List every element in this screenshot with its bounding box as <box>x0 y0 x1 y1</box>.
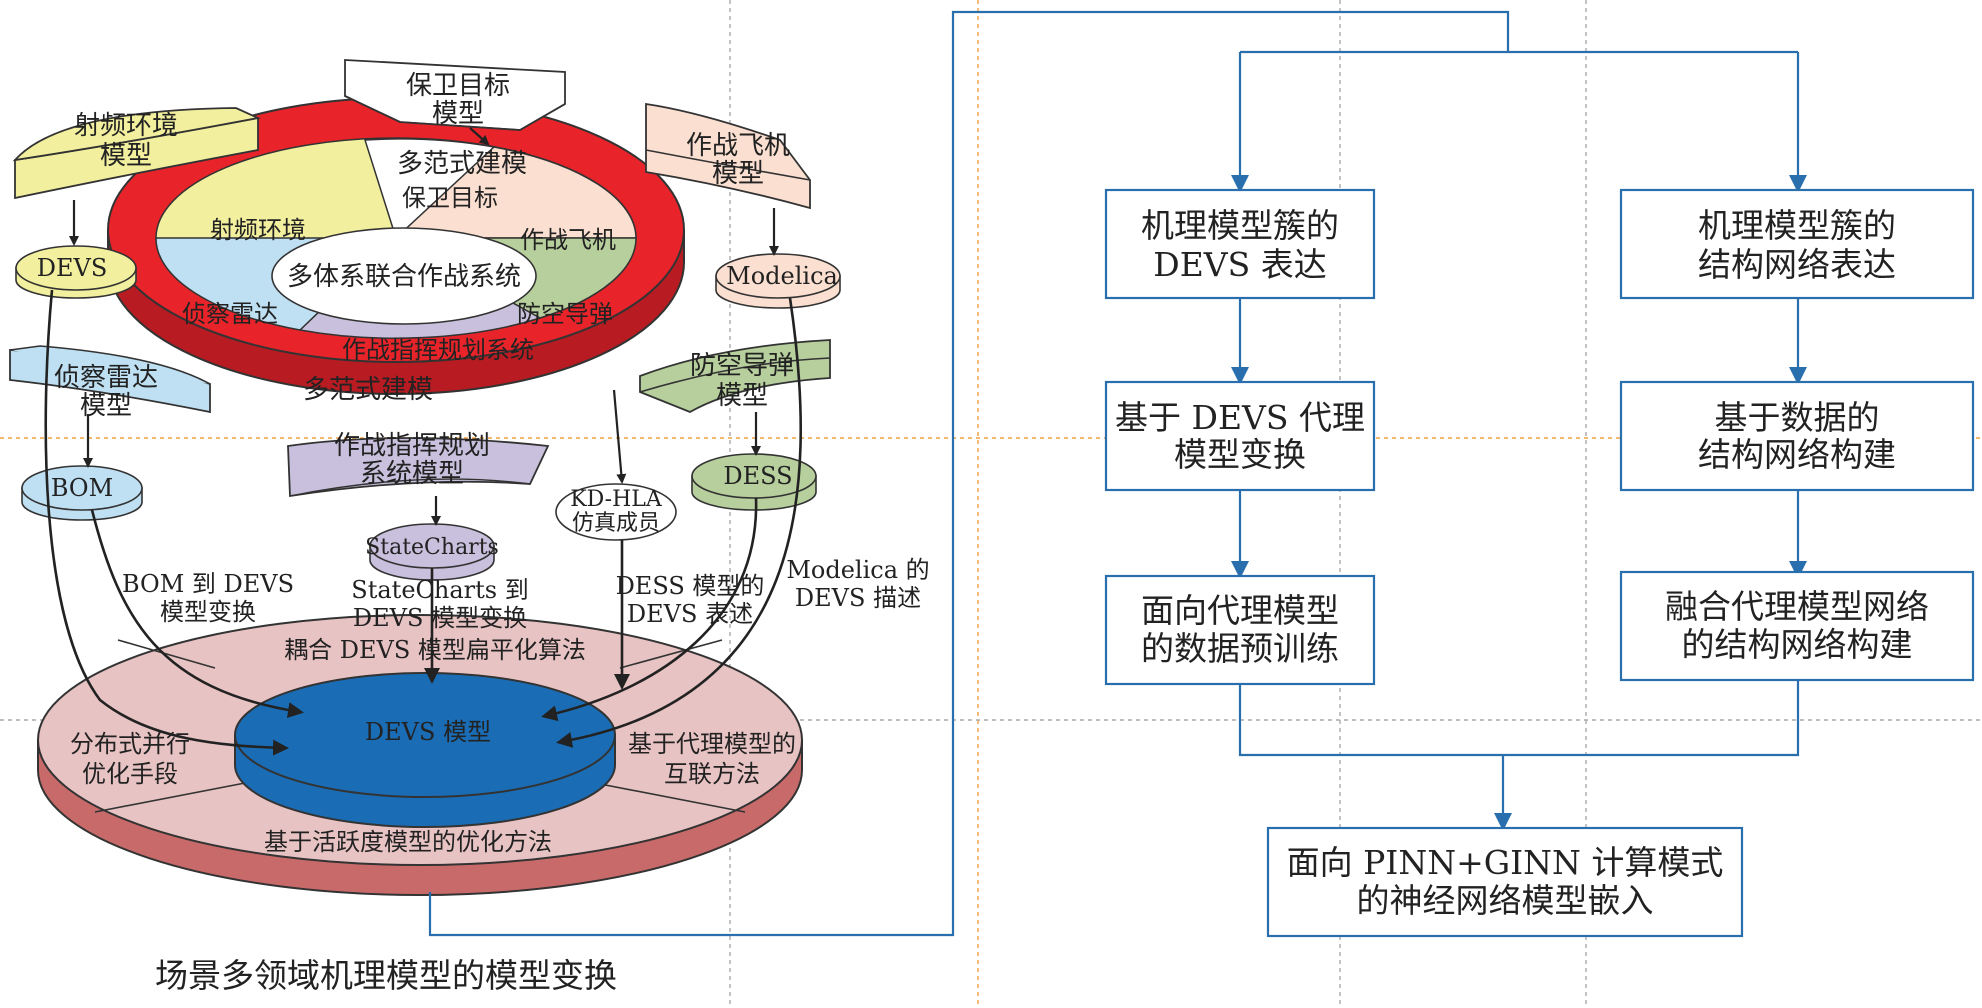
kdhla-line2: 仿真成员 <box>572 511 660 536</box>
formalism-devs: DEVS <box>15 245 137 299</box>
command-line1: 作战指挥规划 <box>334 431 490 461</box>
box-data-structure-line2: 结构网络构建 <box>1698 435 1896 474</box>
formalism-statecharts: StateCharts <box>365 523 499 581</box>
bom-transform-2: 模型变换 <box>160 598 256 626</box>
segment-fighter: 作战飞机 <box>520 226 616 254</box>
box-pretrain: 面向代理模型 的数据预训练 <box>1104 574 1376 686</box>
fighter-line2: 模型 <box>712 159 764 189</box>
box-devs-expression-line2: DEVS 表达 <box>1153 245 1326 284</box>
modelica-transform-2: DEVS 描述 <box>795 584 921 612</box>
formalism-dess: DESS <box>691 453 817 511</box>
box-devs-surrogate-line1: 基于 DEVS 代理 <box>1115 398 1365 437</box>
box-nn-embedding: 面向 PINN+GINN 计算模式 的神经网络模型嵌入 <box>1266 826 1744 938</box>
guard-target-line2: 模型 <box>432 99 484 129</box>
devs-label: DEVS <box>37 254 108 282</box>
model-rf-env: 射频环境 模型 <box>12 107 261 200</box>
box-data-structure: 基于数据的 结构网络构建 <box>1619 380 1975 492</box>
segment-command: 作战指挥规划系统 <box>342 336 534 364</box>
radar-line1: 侦察雷达 <box>54 363 158 393</box>
top-ring: 多体系联合作战系统 多范式建模 多范式建模 保卫目标 作战飞机 防空导弹 作战指… <box>107 97 685 405</box>
box-devs-expression: 机理模型簇的 DEVS 表达 <box>1104 188 1376 300</box>
bom-transform-1: BOM 到 DEVS <box>122 570 294 598</box>
model-guard-target: 保卫目标 模型 <box>344 59 566 131</box>
box-data-structure-line1: 基于数据的 <box>1715 398 1880 437</box>
air-defense-line1: 防空导弹 <box>690 351 794 381</box>
dess-transform-1: DESS 模型的 <box>616 572 765 600</box>
bom-label: BOM <box>51 474 113 502</box>
formalism-modelica: Modelica <box>715 253 841 309</box>
segment-air-defense: 防空导弹 <box>517 300 613 328</box>
disk-bottom-text: 基于活跃度模型的优化方法 <box>264 828 552 856</box>
statecharts-label: StateCharts <box>365 535 499 560</box>
kdhla-line1: KD-HLA <box>570 487 663 512</box>
ring-center-label: 多体系联合作战系统 <box>287 262 521 292</box>
air-defense-line2: 模型 <box>716 381 768 411</box>
model-air-defense: 防空导弹 模型 <box>639 339 831 413</box>
disk-top-text: 耦合 DEVS 模型扁平化算法 <box>284 636 586 664</box>
dess-label: DESS <box>723 462 792 490</box>
modelica-transform-1: Modelica 的 <box>786 556 929 584</box>
disk-right-text-2: 互联方法 <box>664 760 760 788</box>
box-nn-embedding-line2: 的神经网络模型嵌入 <box>1357 881 1654 920</box>
segment-radar: 侦察雷达 <box>182 300 278 328</box>
segment-guard-target: 保卫目标 <box>402 184 498 212</box>
box-structure-expression-line1: 机理模型簇的 <box>1698 206 1896 245</box>
ring-label-top: 多范式建模 <box>397 149 527 179</box>
rf-env-line1: 射频环境 <box>74 111 178 141</box>
statecharts-transform-1: StateCharts 到 <box>351 576 528 604</box>
rf-env-line2: 模型 <box>100 141 152 171</box>
box-structure-expression: 机理模型簇的 结构网络表达 <box>1619 188 1975 300</box>
box-pretrain-line2: 的数据预训练 <box>1141 629 1339 668</box>
box-devs-expression-line1: 机理模型簇的 <box>1141 206 1339 245</box>
model-radar: 侦察雷达 模型 <box>9 345 211 421</box>
box-structure-expression-line2: 结构网络表达 <box>1698 245 1896 284</box>
box-devs-surrogate: 基于 DEVS 代理 模型变换 <box>1104 380 1376 492</box>
formalism-bom: BOM <box>21 465 143 521</box>
statecharts-transform-2: DEVS 模型变换 <box>353 604 527 632</box>
left-caption: 场景多领域机理模型的模型变换 <box>155 956 617 995</box>
disk-left-text-2: 优化手段 <box>82 760 178 788</box>
box-fusion-structure-line2: 的结构网络构建 <box>1682 625 1913 664</box>
box-pretrain-line1: 面向代理模型 <box>1141 591 1339 630</box>
model-fighter: 作战飞机 模型 <box>645 102 811 210</box>
modelica-label: Modelica <box>726 262 838 290</box>
box-devs-surrogate-line2: 模型变换 <box>1174 435 1306 474</box>
segment-rf-env: 射频环境 <box>210 216 306 244</box>
box-nn-embedding-line1: 面向 PINN+GINN 计算模式 <box>1287 843 1724 882</box>
ring-label-bottom: 多范式建模 <box>303 375 433 405</box>
transform-arrows <box>44 289 802 756</box>
box-fusion-structure: 融合代理模型网络 的结构网络构建 <box>1619 570 1975 682</box>
fighter-line1: 作战飞机 <box>686 131 790 161</box>
disk-center-label: DEVS 模型 <box>365 718 491 746</box>
dess-transform-2: DEVS 表述 <box>627 600 753 628</box>
model-command: 作战指挥规划 系统模型 <box>287 431 550 498</box>
command-line2: 系统模型 <box>360 459 464 489</box>
bottom-disk: DEVS 模型 耦合 DEVS 模型扁平化算法 分布式并行 优化手段 基于代理模… <box>37 614 803 896</box>
model-to-formalism-arrows <box>69 127 779 526</box>
flow-connectors <box>428 10 1807 937</box>
disk-right-text-1: 基于代理模型的 <box>628 730 796 758</box>
guard-target-line1: 保卫目标 <box>406 71 510 101</box>
formalism-kdhla: KD-HLA 仿真成员 <box>555 483 677 541</box>
box-fusion-structure-line1: 融合代理模型网络 <box>1665 587 1929 626</box>
transform-labels: BOM 到 DEVS 模型变换 StateCharts 到 DEVS 模型变换 … <box>122 556 930 632</box>
